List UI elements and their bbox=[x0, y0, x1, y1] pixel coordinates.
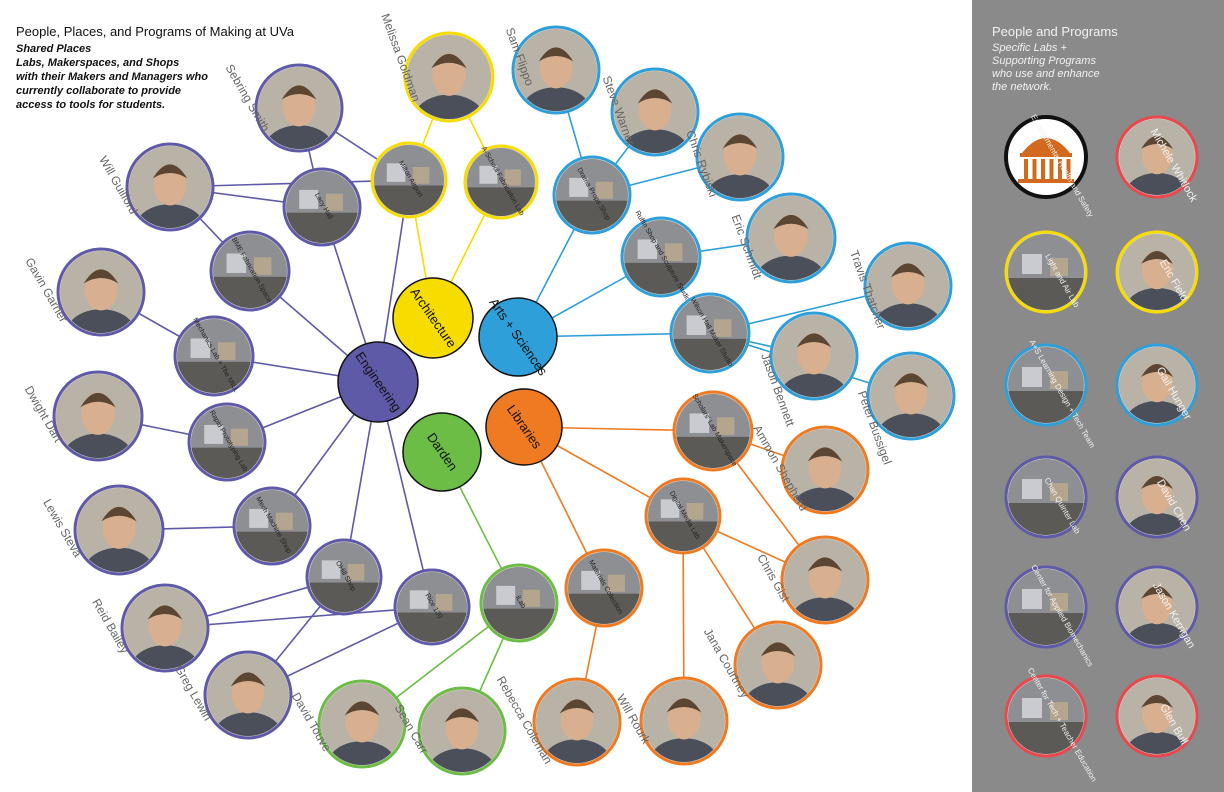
edge-bailey-rice bbox=[164, 606, 433, 629]
lab-afab bbox=[463, 144, 539, 220]
person-warner bbox=[610, 67, 700, 157]
sidebar-chen bbox=[1115, 455, 1199, 539]
hub-architecture bbox=[392, 277, 474, 359]
lab-ohill bbox=[305, 538, 383, 616]
sidebar-field bbox=[1115, 230, 1199, 314]
page-title: People, Places, and Programs of Making a… bbox=[16, 24, 294, 39]
person-goldman bbox=[403, 31, 495, 123]
sidebar-biomech bbox=[1004, 565, 1088, 649]
sidebar-bull bbox=[1115, 674, 1199, 758]
person-steva bbox=[73, 484, 165, 576]
person-bussigel bbox=[866, 351, 956, 441]
lab-rapid bbox=[187, 402, 267, 482]
page-subtitle: Shared Places Labs, Makerspaces, and Sho… bbox=[16, 42, 246, 112]
lab-ruffin bbox=[620, 216, 702, 298]
sidebar-subtitle-line: the network. bbox=[992, 81, 1052, 93]
subtitle-line: access to tools for students. bbox=[16, 99, 166, 111]
sidebar-subtitle: Specific Labs + Supporting Programs who … bbox=[992, 42, 1100, 94]
person-thatcher bbox=[863, 241, 953, 331]
subtitle-line: Shared Places bbox=[16, 43, 92, 55]
person-dart bbox=[52, 370, 144, 462]
lab-music bbox=[564, 548, 644, 628]
person-carr bbox=[417, 686, 507, 776]
ehs-logo-icon bbox=[1004, 115, 1088, 199]
sidebar-design bbox=[1004, 343, 1088, 427]
person-guilford bbox=[125, 142, 215, 232]
person-bailey bbox=[120, 583, 210, 673]
person-bennett bbox=[769, 311, 859, 401]
person-rourk bbox=[639, 676, 729, 766]
person-courtney bbox=[733, 620, 823, 710]
person-rybiski bbox=[695, 112, 785, 202]
sidebar-chan bbox=[1004, 455, 1088, 539]
lab-rice bbox=[393, 568, 471, 646]
lab-scholars bbox=[672, 390, 754, 472]
subtitle-line: Labs, Makerspaces, and Shops bbox=[16, 57, 180, 69]
person-coleman bbox=[532, 677, 622, 767]
sidebar-techteach bbox=[1004, 674, 1088, 758]
lab-bme bbox=[209, 230, 291, 312]
lab-wilson bbox=[669, 292, 751, 374]
sidebar-subtitle-line: Specific Labs + bbox=[992, 42, 1067, 54]
sidebar-title: People and Programs bbox=[992, 24, 1118, 39]
sidebar-hunger bbox=[1115, 343, 1199, 427]
sidebar-subtitle-line: Supporting Programs bbox=[992, 55, 1096, 67]
person-garner bbox=[56, 247, 146, 337]
sidebar-kerrigan bbox=[1115, 565, 1199, 649]
person-touve bbox=[317, 679, 407, 769]
hub-libraries bbox=[485, 388, 563, 466]
person-schmidt bbox=[745, 192, 837, 284]
person-smith bbox=[254, 63, 344, 153]
hub-arts bbox=[478, 297, 558, 377]
sidebar-whitlock bbox=[1115, 115, 1199, 199]
subtitle-line: with their Makers and Managers who bbox=[16, 71, 208, 83]
lab-milton bbox=[370, 141, 448, 219]
hub-engineering bbox=[337, 341, 419, 423]
sidebar-subtitle-line: who use and enhance bbox=[992, 68, 1100, 80]
person-lewin bbox=[203, 650, 293, 740]
subtitle-line: currently collaborate to provide bbox=[16, 85, 182, 97]
lab-lacy bbox=[282, 167, 362, 247]
lab-drama bbox=[552, 155, 632, 235]
sidebar-light bbox=[1004, 230, 1088, 314]
lab-mill bbox=[173, 315, 255, 397]
person-gist bbox=[780, 535, 870, 625]
hub-darden bbox=[402, 412, 482, 492]
person-flippo bbox=[511, 25, 601, 115]
lab-iLab bbox=[479, 563, 559, 643]
lab-machine bbox=[232, 486, 312, 566]
person-shepherd bbox=[780, 425, 870, 515]
lab-dml bbox=[644, 477, 722, 555]
